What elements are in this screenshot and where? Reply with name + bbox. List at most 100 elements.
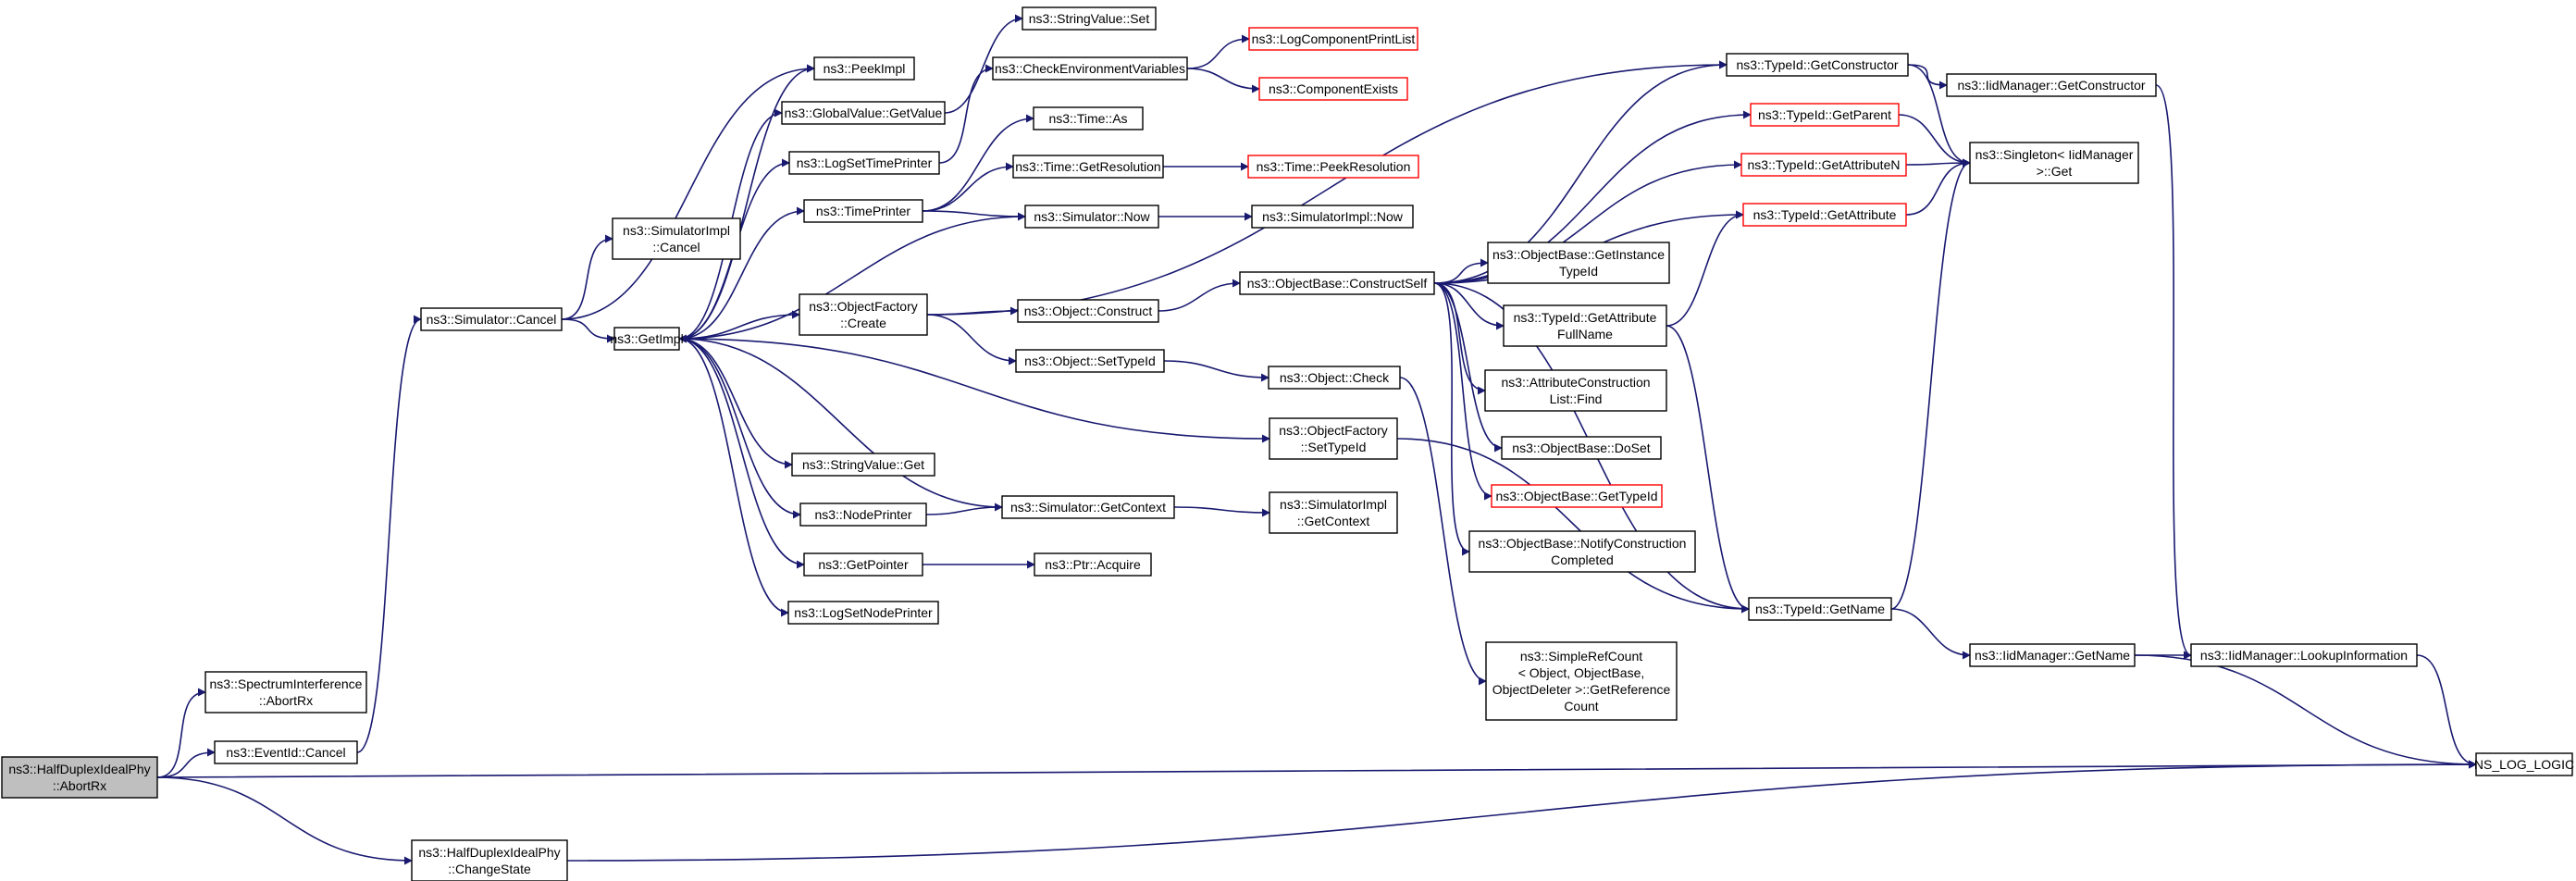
node-singleton_get[interactable]: ns3::Singleton< IidManager>::Get: [1969, 142, 2139, 184]
node-box-objectfactory_create: [799, 293, 928, 336]
node-label-iidmanager_getconstructor-0: ns3::IidManager::GetConstructor: [1957, 78, 2145, 93]
node-label-objectbase_getinstancetypeid-0: ns3::ObjectBase::GetInstance: [1492, 247, 1665, 262]
node-typeid_getattribute[interactable]: ns3::TypeId::GetAttribute: [1742, 203, 1907, 227]
node-objectbase_notifyconstruction[interactable]: ns3::ObjectBase::NotifyConstructionCompl…: [1468, 530, 1696, 573]
node-logcomponentprintlist[interactable]: ns3::LogComponentPrintList: [1248, 27, 1418, 51]
node-box-simplerefcount: [1485, 641, 1678, 721]
node-simulator_getcontext[interactable]: ns3::Simulator::GetContext: [1001, 495, 1175, 519]
node-box-changestate: [411, 839, 568, 881]
node-box-objectbase_getinstancetypeid: [1487, 242, 1670, 284]
node-objectbase_gettypeid[interactable]: ns3::ObjectBase::GetTypeId: [1491, 484, 1663, 508]
node-label-spectrum_abortrx-1: ::AbortRx: [259, 693, 313, 708]
node-label-nodeprinter-0: ns3::NodePrinter: [814, 507, 911, 522]
node-label-abortrx-1: ::AbortRx: [53, 778, 106, 793]
node-box-simulator_cancel: [420, 307, 563, 331]
node-label-iidmanager_lookupinformation-0: ns3::IidManager::LookupInformation: [2200, 648, 2408, 663]
node-objectfactory_create[interactable]: ns3::ObjectFactory::Create: [799, 293, 928, 336]
node-spectrum_abortrx[interactable]: ns3::SpectrumInterference::AbortRx: [204, 671, 367, 713]
node-ptr_acquire[interactable]: ns3::Ptr::Acquire: [1034, 552, 1152, 577]
node-getimpl[interactable]: ns3::GetImpl: [610, 327, 684, 351]
nodes-layer: ns3::HalfDuplexIdealPhy::AbortRxns3::Spe…: [1, 6, 2574, 881]
node-box-time_peekresolution: [1247, 155, 1419, 179]
node-simimpl_getcontext[interactable]: ns3::SimulatorImpl::GetContext: [1269, 491, 1398, 534]
edge-typeid_getname-to-iidmanager_getname: [1890, 608, 1971, 660]
node-box-typeid_getattributen: [1740, 153, 1907, 177]
edge-objectbase_constructself-to-attrconstructionlist_find: [1433, 282, 1486, 395]
node-label-getpointer-0: ns3::GetPointer: [818, 557, 909, 572]
node-simulator_now[interactable]: ns3::Simulator::Now: [1024, 205, 1159, 229]
node-label-objectfactory_settypeid-1: ::SetTypeId: [1301, 440, 1367, 454]
node-iidmanager_getname[interactable]: ns3::IidManager::GetName: [1969, 643, 2136, 667]
node-label-spectrum_abortrx-0: ns3::SpectrumInterference: [210, 676, 363, 691]
edge-simulator_cancel-to-peekimpl: [561, 64, 815, 320]
node-typeid_getparent[interactable]: ns3::TypeId::GetParent: [1750, 103, 1900, 127]
node-simulator_cancel[interactable]: ns3::Simulator::Cancel: [420, 307, 563, 331]
edge-checkenvvars-to-logcomponentprintlist: [1186, 34, 1250, 69]
node-getpointer[interactable]: ns3::GetPointer: [803, 552, 923, 577]
node-eventid_cancel[interactable]: ns3::EventId::Cancel: [214, 740, 358, 764]
node-globalvalue_getvalue[interactable]: ns3::GlobalValue::GetValue: [781, 101, 946, 125]
node-simplerefcount[interactable]: ns3::SimpleRefCount< Object, ObjectBase,…: [1485, 641, 1678, 721]
node-ns_log_logic[interactable]: NS_LOG_LOGIC: [2474, 752, 2574, 776]
node-stringvalue_set[interactable]: ns3::StringValue::Set: [1022, 6, 1157, 31]
node-componentexists[interactable]: ns3::ComponentExists: [1258, 77, 1408, 101]
node-label-singleton_get-0: ns3::Singleton< IidManager: [1975, 147, 2134, 162]
node-label-typeid_getname-0: ns3::TypeId::GetName: [1755, 602, 1885, 616]
node-box-iidmanager_getname: [1969, 643, 2136, 667]
node-object_settypeid[interactable]: ns3::Object::SetTypeId: [1015, 349, 1165, 373]
node-box-nodeprinter: [799, 503, 927, 527]
node-logsetnodeprinter[interactable]: ns3::LogSetNodePrinter: [787, 601, 939, 625]
node-nodeprinter[interactable]: ns3::NodePrinter: [799, 503, 927, 527]
node-box-getpointer: [803, 552, 923, 577]
node-peekimpl[interactable]: ns3::PeekImpl: [813, 56, 915, 81]
edge-timeprinter-to-simulator_now: [922, 210, 1026, 221]
node-typeid_getattributen[interactable]: ns3::TypeId::GetAttributeN: [1740, 153, 1907, 177]
node-timeprinter[interactable]: ns3::TimePrinter: [803, 199, 923, 223]
node-box-attrconstructionlist_find: [1484, 369, 1667, 412]
node-checkenvvars[interactable]: ns3::CheckEnvironmentVariables: [992, 56, 1188, 81]
node-box-objectbase_constructself: [1239, 271, 1435, 295]
node-label-simimpl_getcontext-0: ns3::SimulatorImpl: [1280, 497, 1387, 512]
node-simimpl_now[interactable]: ns3::SimulatorImpl::Now: [1251, 205, 1414, 229]
node-object_construct[interactable]: ns3::Object::Construct: [1017, 299, 1159, 323]
node-label-typeid_getparent-0: ns3::TypeId::GetParent: [1758, 107, 1891, 122]
node-stringvalue_get[interactable]: ns3::StringValue::Get: [791, 453, 935, 477]
node-simimpl_cancel[interactable]: ns3::SimulatorImpl::Cancel: [612, 217, 741, 260]
edge-abortrx-to-ns_log_logic: [156, 760, 2477, 778]
edge-eventid_cancel-to-simulator_cancel: [356, 315, 422, 753]
edge-simulator_cancel-to-getimpl: [561, 318, 615, 343]
edge-abortrx-to-spectrum_abortrx: [156, 688, 206, 778]
node-time_peekresolution[interactable]: ns3::Time::PeekResolution: [1247, 155, 1419, 179]
node-box-peekimpl: [813, 56, 915, 81]
edge-objectbase_constructself-to-objectbase_notifyconstruction: [1433, 282, 1470, 556]
edge-getimpl-to-stringvalue_get: [678, 338, 793, 469]
node-iidmanager_getconstructor[interactable]: ns3::IidManager::GetConstructor: [1946, 73, 2157, 97]
node-box-abortrx: [1, 756, 158, 799]
node-objectbase_constructself[interactable]: ns3::ObjectBase::ConstructSelf: [1239, 271, 1435, 295]
node-label-objectbase_doset-0: ns3::ObjectBase::DoSet: [1512, 440, 1651, 455]
node-label-ns_log_logic-0: NS_LOG_LOGIC: [2474, 757, 2574, 772]
node-typeid_getname[interactable]: ns3::TypeId::GetName: [1748, 597, 1892, 621]
node-objectfactory_settypeid[interactable]: ns3::ObjectFactory::SetTypeId: [1269, 417, 1398, 460]
node-label-attrconstructionlist_find-1: List::Find: [1550, 391, 1603, 406]
node-objectbase_doset[interactable]: ns3::ObjectBase::DoSet: [1501, 436, 1662, 460]
edge-abortrx-to-changestate: [156, 776, 413, 865]
node-time_getresolution[interactable]: ns3::Time::GetResolution: [1012, 155, 1164, 179]
node-label-attrconstructionlist_find-0: ns3::AttributeConstruction: [1501, 375, 1650, 390]
edge-simulator_getcontext-to-getimpl: [678, 334, 1003, 508]
node-box-globalvalue_getvalue: [781, 101, 946, 125]
node-object_check[interactable]: ns3::Object::Check: [1268, 366, 1401, 390]
edge-nodeprinter-to-simulator_getcontext: [925, 503, 1003, 515]
node-box-object_construct: [1017, 299, 1159, 323]
node-label-objectbase_getinstancetypeid-1: TypeId: [1559, 264, 1598, 279]
node-time_as[interactable]: ns3::Time::As: [1033, 106, 1144, 130]
node-box-typeid_getname: [1748, 597, 1892, 621]
node-typeid_getconstructor[interactable]: ns3::TypeId::GetConstructor: [1726, 53, 1909, 77]
node-changestate[interactable]: ns3::HalfDuplexIdealPhy::ChangeState: [411, 839, 568, 881]
node-logsettimeprinter[interactable]: ns3::LogSetTimePrinter: [788, 151, 940, 175]
node-iidmanager_lookupinformation[interactable]: ns3::IidManager::LookupInformation: [2190, 643, 2418, 667]
